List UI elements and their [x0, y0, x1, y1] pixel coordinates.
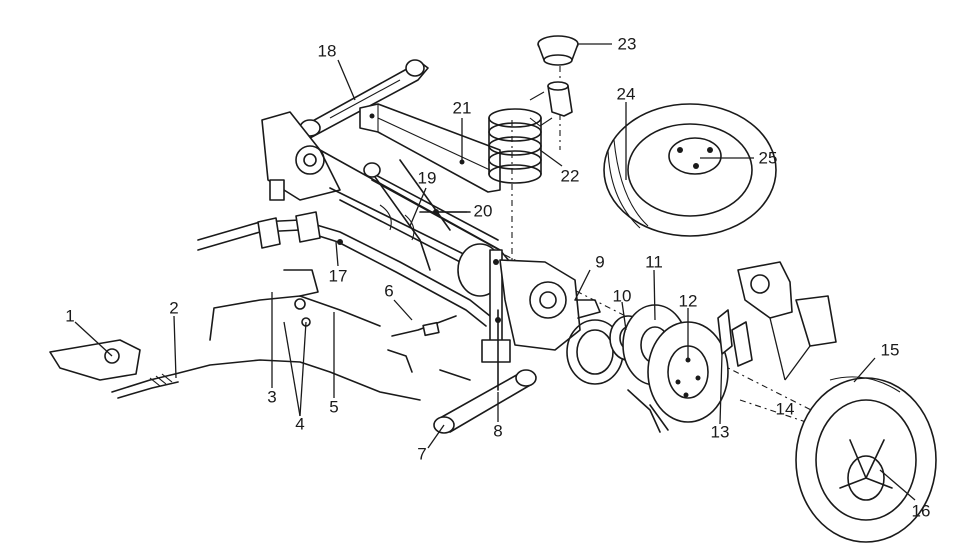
callout-24: 24 [616, 84, 636, 104]
callout-8: 8 [493, 421, 503, 441]
callout-12: 12 [678, 291, 698, 311]
callout-17: 17 [328, 266, 348, 286]
callout-leaders [74, 43, 916, 501]
hub-carrier [499, 259, 601, 351]
handbrake-lever [49, 339, 141, 381]
callout-3: 3 [267, 387, 277, 407]
brake-pipes [209, 269, 381, 341]
callout-9: 9 [595, 252, 605, 272]
callout-13: 13 [710, 422, 730, 442]
callout-25: 25 [758, 148, 778, 168]
bump-stop-assembly [529, 35, 579, 127]
trailing-link [433, 369, 537, 434]
callout-4: 4 [295, 414, 305, 434]
callout-20: 20 [473, 201, 493, 221]
callout-16: 16 [911, 501, 931, 521]
callout-7: 7 [417, 444, 427, 464]
callout-11: 11 [645, 252, 663, 272]
brake-pads [717, 309, 753, 367]
callout-6: 6 [384, 281, 394, 301]
callout-23: 23 [617, 34, 637, 54]
callout-2: 2 [169, 298, 179, 318]
brake-caliper [737, 261, 837, 347]
callout-19: 19 [417, 168, 437, 188]
coil-spring [488, 108, 542, 184]
callout-10: 10 [612, 286, 632, 306]
callout-5: 5 [329, 397, 339, 417]
callout-18: 18 [317, 41, 337, 61]
callout-1: 1 [65, 306, 75, 326]
anti-roll-bar [197, 211, 491, 327]
spring-mount-bracket [359, 103, 501, 193]
handbrake-cable [111, 359, 421, 401]
brake-hose [387, 315, 471, 381]
spare-wheel [603, 103, 777, 237]
shock-absorber [457, 243, 511, 363]
link-stud [495, 309, 501, 391]
callout-21: 21 [452, 98, 472, 118]
callout-14: 14 [775, 399, 795, 419]
callout-15: 15 [880, 340, 900, 360]
road-wheel [795, 376, 937, 543]
callout-22: 22 [560, 166, 580, 186]
